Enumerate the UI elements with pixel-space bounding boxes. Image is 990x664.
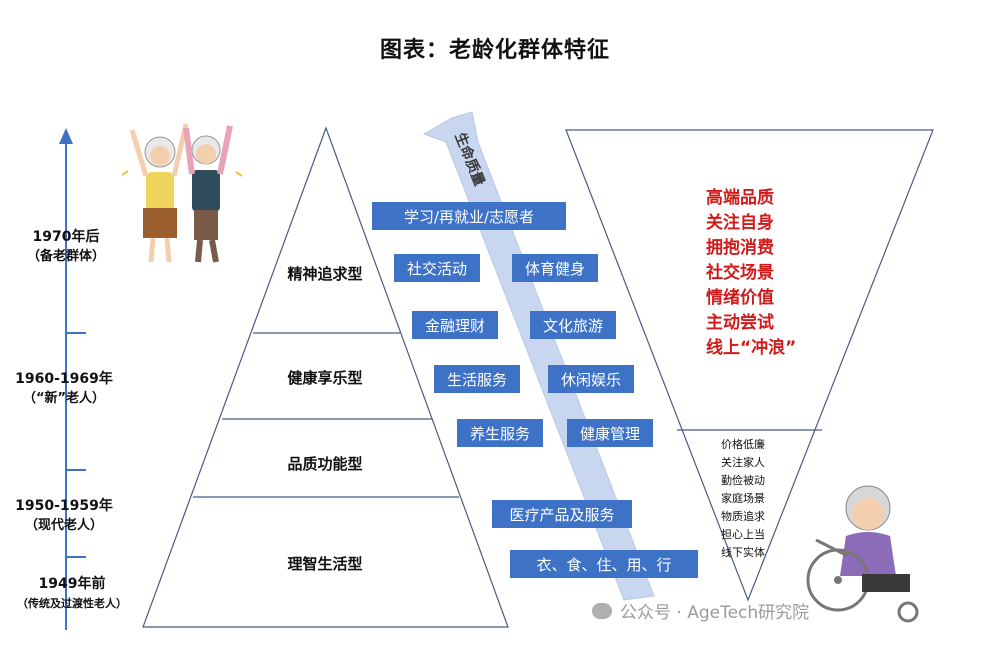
- consumer-pyramid: [142, 126, 509, 628]
- trait-item: 拥抱消费: [706, 238, 774, 258]
- era-label-1950s: 1950-1959年 （现代老人）: [6, 497, 122, 535]
- era-years: 1949年前: [38, 576, 106, 592]
- era-group: （“新”老人）: [22, 391, 106, 406]
- box-leisure-entertainment: 休闲娱乐: [548, 365, 634, 393]
- traits-inverted-triangle: [565, 129, 934, 602]
- tier-label-quality-function: 品质功能型: [287, 455, 363, 473]
- box-basic-necessities: 衣、食、住、用、行: [510, 550, 698, 578]
- era-axis: [59, 128, 86, 630]
- box-social-activities: 社交活动: [394, 254, 480, 282]
- era-years: 1970年后: [32, 229, 100, 245]
- box-cultural-tourism: 文化旅游: [530, 311, 616, 339]
- lower-traits-list: 价格低廉 关注家人 勤俭被动 家庭场景 物质追求 担心上当 线下实体: [721, 436, 765, 562]
- trait-item: 物质追求: [721, 510, 765, 523]
- trait-item: 勤俭被动: [721, 474, 765, 487]
- box-sports-fitness: 体育健身: [512, 254, 598, 282]
- trait-item: 社交场景: [706, 263, 774, 283]
- upper-traits-list: 高端品质 关注自身 拥抱消费 社交场景 情绪价值 主动尝试 线上“冲浪”: [706, 186, 796, 361]
- watermark-text: 公众号 · AgeTech研究院: [620, 603, 810, 623]
- box-wellness-services: 养生服务: [457, 419, 543, 447]
- era-group: （备老群体）: [26, 249, 105, 264]
- trait-item: 情绪价值: [706, 288, 774, 308]
- trait-item: 高端品质: [706, 188, 774, 208]
- box-medical-products-services: 医疗产品及服务: [492, 500, 632, 528]
- trait-item: 主动尝试: [706, 313, 774, 333]
- trait-item: 家庭场景: [721, 492, 765, 505]
- era-label-1960s: 1960-1969年 （“新”老人）: [6, 370, 122, 408]
- tier-label-rational-living: 理智生活型: [287, 555, 363, 573]
- tier-label-health-leisure: 健康享乐型: [287, 369, 363, 387]
- box-learning-work-volunteer: 学习/再就业/志愿者: [372, 202, 566, 230]
- era-label-pre-1949: 1949年前 （传统及过渡性老人）: [0, 575, 144, 613]
- era-years: 1960-1969年: [15, 371, 113, 387]
- era-label-1970s: 1970年后 （备老群体）: [14, 228, 118, 266]
- era-group: （传统及过渡性老人）: [17, 597, 127, 610]
- trait-item: 线下实体: [721, 546, 765, 559]
- trait-item: 价格低廉: [721, 438, 765, 451]
- happy-elderly-couple-illustration: [121, 123, 243, 263]
- wechat-icon: [592, 602, 612, 619]
- trait-item: 担心上当: [721, 528, 765, 541]
- elderly-woman-wheelchair-illustration: [806, 485, 919, 623]
- watermark: 公众号 · AgeTech研究院: [592, 598, 809, 623]
- trait-item: 关注自身: [706, 213, 774, 233]
- page-title: 图表：老龄化群体特征: [379, 38, 610, 63]
- tier-label-spiritual: 精神追求型: [287, 265, 363, 283]
- box-life-services: 生活服务: [434, 365, 520, 393]
- box-health-management: 健康管理: [567, 419, 653, 447]
- trait-item: 关注家人: [721, 456, 765, 469]
- era-years: 1950-1959年: [15, 498, 113, 514]
- box-financial-management: 金融理财: [412, 311, 498, 339]
- era-group: （现代老人）: [24, 518, 103, 533]
- trait-item: 线上“冲浪”: [706, 338, 797, 358]
